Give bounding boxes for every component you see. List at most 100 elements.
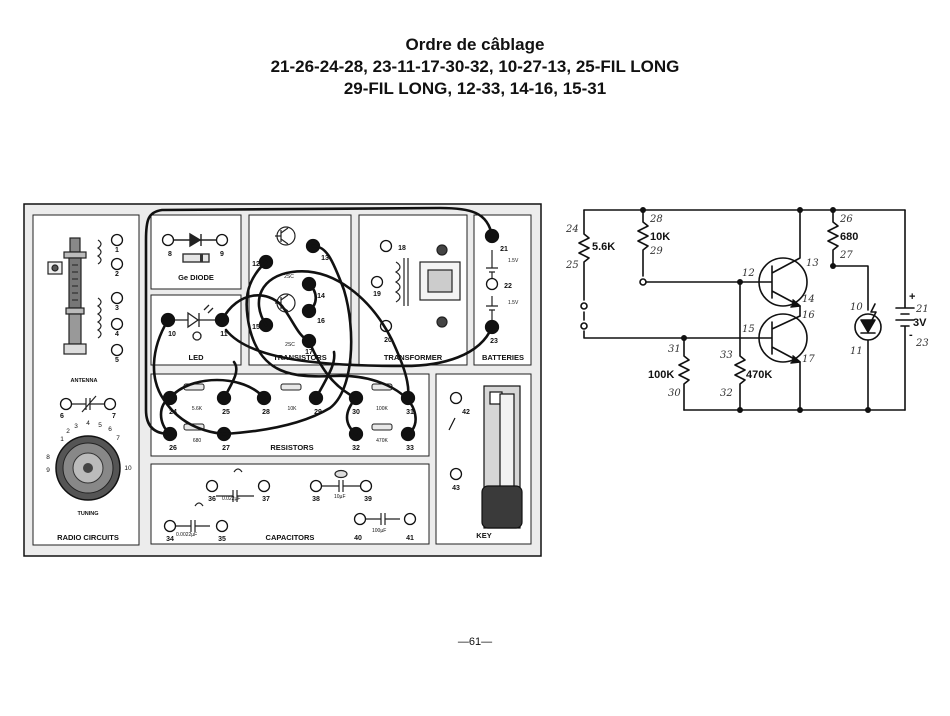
schematic-r-470k xyxy=(734,281,746,411)
schematic-node-25b xyxy=(580,322,588,330)
kit-board: RADIO CIRCUITS ANTENNA TUNING Ge DIODE L… xyxy=(23,203,542,557)
panel-diode xyxy=(150,214,242,290)
terminal-35[interactable] xyxy=(215,519,229,533)
wire-14-16 xyxy=(307,282,318,313)
terminal-18[interactable] xyxy=(379,239,393,253)
terminal-springs xyxy=(59,228,500,533)
label-antenna: ANTENNA xyxy=(71,378,98,384)
schematic-node-label-23: 23 xyxy=(915,338,929,349)
schematic-node-label-30: 30 xyxy=(668,388,681,399)
terminal-41[interactable] xyxy=(403,512,417,526)
terminal-38[interactable] xyxy=(309,479,323,493)
wire-12-33 xyxy=(245,260,417,436)
terminal-label-4: 4 xyxy=(115,331,119,338)
terminal-43[interactable] xyxy=(449,467,463,481)
dial-mark-6: 6 xyxy=(108,426,112,433)
terminal-label-29: 29 xyxy=(314,409,322,416)
schematic-node-label-33: 33 xyxy=(720,350,733,361)
wire-10-27 xyxy=(152,318,226,436)
schematic xyxy=(578,207,915,413)
terminal-5[interactable] xyxy=(110,343,124,357)
led-symbol xyxy=(172,304,222,341)
terminal-3[interactable] xyxy=(110,291,124,305)
terminal-label-1: 1 xyxy=(115,247,119,254)
transformer-symbol xyxy=(394,244,461,328)
dial-mark-10: 10 xyxy=(124,465,132,472)
transistor-1-type: 2SC xyxy=(284,274,294,280)
label-key: KEY xyxy=(476,531,491,540)
label-resistors: RESISTORS xyxy=(270,443,313,452)
schematic-node-label-31: 31 xyxy=(668,344,681,355)
terminal-label-30: 30 xyxy=(352,409,360,416)
schematic-label-100k: 100K xyxy=(648,369,674,381)
wire-29-long xyxy=(314,350,336,400)
terminal-37[interactable] xyxy=(257,479,271,493)
schematic-node-label-25: 25 xyxy=(565,260,579,271)
page-number: —61— xyxy=(457,636,493,648)
wiring-line-1: 21-26-24-28, 23-11-17-30-32, 10-27-13, 2… xyxy=(270,57,680,76)
schematic-node-label-28: 28 xyxy=(649,214,663,225)
terminal-6[interactable] xyxy=(59,397,73,411)
terminal-label-42: 42 xyxy=(462,409,470,416)
schematic-node-label-29: 29 xyxy=(649,246,663,257)
terminal-9[interactable] xyxy=(215,233,229,247)
label-led: LED xyxy=(189,353,205,362)
terminal-label-37: 37 xyxy=(262,496,270,503)
dial-mark-3: 3 xyxy=(74,423,78,430)
terminal-label-33: 33 xyxy=(406,445,414,452)
wires xyxy=(144,206,494,436)
battery-1-voltage: 1.5V xyxy=(508,258,519,264)
dial-mark-9: 9 xyxy=(46,467,50,474)
terminal-label-10: 10 xyxy=(168,331,176,338)
terminal-label-39: 39 xyxy=(364,496,372,503)
terminal-label-27: 27 xyxy=(222,445,230,452)
dial-mark-8: 8 xyxy=(46,454,50,461)
terminal-label-18: 18 xyxy=(398,245,406,252)
label-ge-diode: Ge DIODE xyxy=(178,273,214,282)
terminal-label-34: 34 xyxy=(166,536,174,543)
wire-21-26 xyxy=(144,206,494,436)
label-tuning: TUNING xyxy=(77,511,98,517)
terminal-1[interactable] xyxy=(110,233,124,247)
label-capacitors: CAPACITORS xyxy=(266,533,315,542)
capacitor-10uf-label: 10µF xyxy=(334,494,346,500)
terminal-2[interactable] xyxy=(110,257,124,271)
transistor-2-type: 2SC xyxy=(285,342,295,348)
schematic-r-680 xyxy=(827,209,839,267)
terminal-label-35: 35 xyxy=(218,536,226,543)
terminal-label-16: 16 xyxy=(317,318,325,325)
resistor-680-label: 680 xyxy=(193,438,202,444)
wire-25-long xyxy=(222,360,238,400)
schematic-node-label-17: 17 xyxy=(802,354,815,365)
terminal-label-41: 41 xyxy=(406,535,414,542)
resistor-100k-label: 100K xyxy=(376,406,388,412)
terminal-label-5: 5 xyxy=(115,357,119,364)
terminal-42[interactable] xyxy=(449,391,463,405)
label-transistors: TRANSISTORS xyxy=(273,353,327,362)
terminal-19[interactable] xyxy=(370,275,384,289)
battery-2-voltage: 1.5V xyxy=(508,300,519,306)
terminal-4[interactable] xyxy=(110,317,124,331)
terminal-7[interactable] xyxy=(103,397,117,411)
terminal-36[interactable] xyxy=(205,479,219,493)
label-batteries: BATTERIES xyxy=(482,353,524,362)
wire-23-11 xyxy=(224,325,494,368)
variable-capacitor-symbol xyxy=(72,395,104,413)
schematic-left-return xyxy=(583,330,741,339)
terminal-22[interactable] xyxy=(485,277,499,291)
diode-symbol xyxy=(172,232,218,263)
telegraph-key xyxy=(448,385,523,529)
terminal-label-20: 20 xyxy=(384,337,392,344)
terminal-39[interactable] xyxy=(359,479,373,493)
terminal-8[interactable] xyxy=(161,233,175,247)
terminal-label-36: 36 xyxy=(208,496,216,503)
terminal-label-43: 43 xyxy=(452,485,460,492)
terminal-40[interactable] xyxy=(353,512,367,526)
schematic-node-29 xyxy=(639,278,647,286)
terminal-label-32: 32 xyxy=(352,445,360,452)
schematic-node-label-32: 32 xyxy=(720,388,733,399)
terminal-label-11: 11 xyxy=(220,331,228,338)
terminal-34[interactable] xyxy=(163,519,177,533)
capacitor-0-0022uf-label: 0.0022µF xyxy=(176,532,197,538)
